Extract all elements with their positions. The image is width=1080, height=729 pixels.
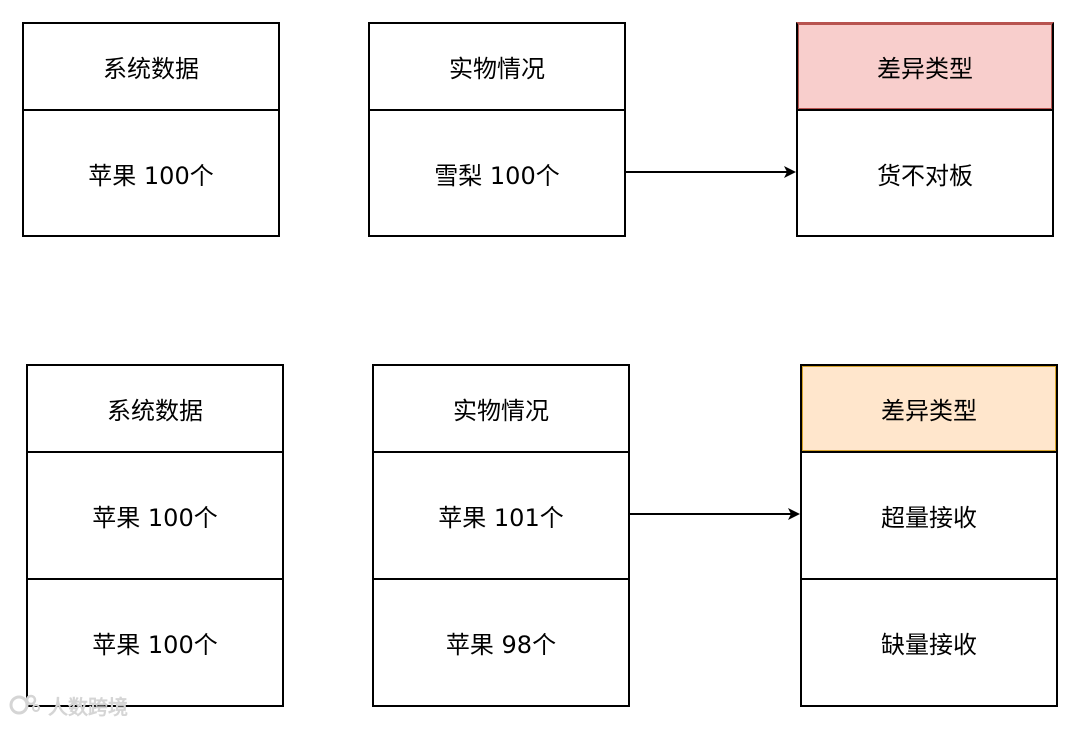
row2-diff-header: 差异类型 [802,366,1056,451]
row1-actual-table: 实物情况 雪梨 100个 [368,22,626,237]
watermark: 人数跨境 [8,690,128,720]
row1-actual-cell: 雪梨 100个 [370,109,624,236]
row2-diff-cell-1: 超量接收 [802,451,1056,578]
row2-actual-table: 实物情况 苹果 101个 苹果 98个 [372,364,630,707]
watermark-logo-icon [9,694,40,715]
row1-system-cell: 苹果 100个 [24,109,278,236]
row2-diff-table: 差异类型 超量接收 缺量接收 [800,364,1058,707]
row1-system-table: 系统数据 苹果 100个 [22,22,280,237]
row2-diff-cell-2: 缺量接收 [802,578,1056,705]
row1-system-header: 系统数据 [103,55,199,83]
row2-system-header: 系统数据 [107,397,203,425]
row2-actual-cell-1: 苹果 101个 [374,451,628,578]
row2-system-cell-1: 苹果 100个 [28,451,282,578]
row1-actual-header: 实物情况 [449,55,545,83]
row2-actual-header: 实物情况 [453,397,549,425]
row1-diff-header: 差异类型 [798,24,1052,109]
row2-system-cell-2: 苹果 100个 [28,578,282,705]
row2-system-table: 系统数据 苹果 100个 苹果 100个 [26,364,284,707]
watermark-text: 人数跨境 [48,694,128,719]
row2-actual-cell-2: 苹果 98个 [374,578,628,705]
row1-diff-cell: 货不对板 [798,109,1052,236]
row1-diff-table: 差异类型 货不对板 [796,22,1054,237]
